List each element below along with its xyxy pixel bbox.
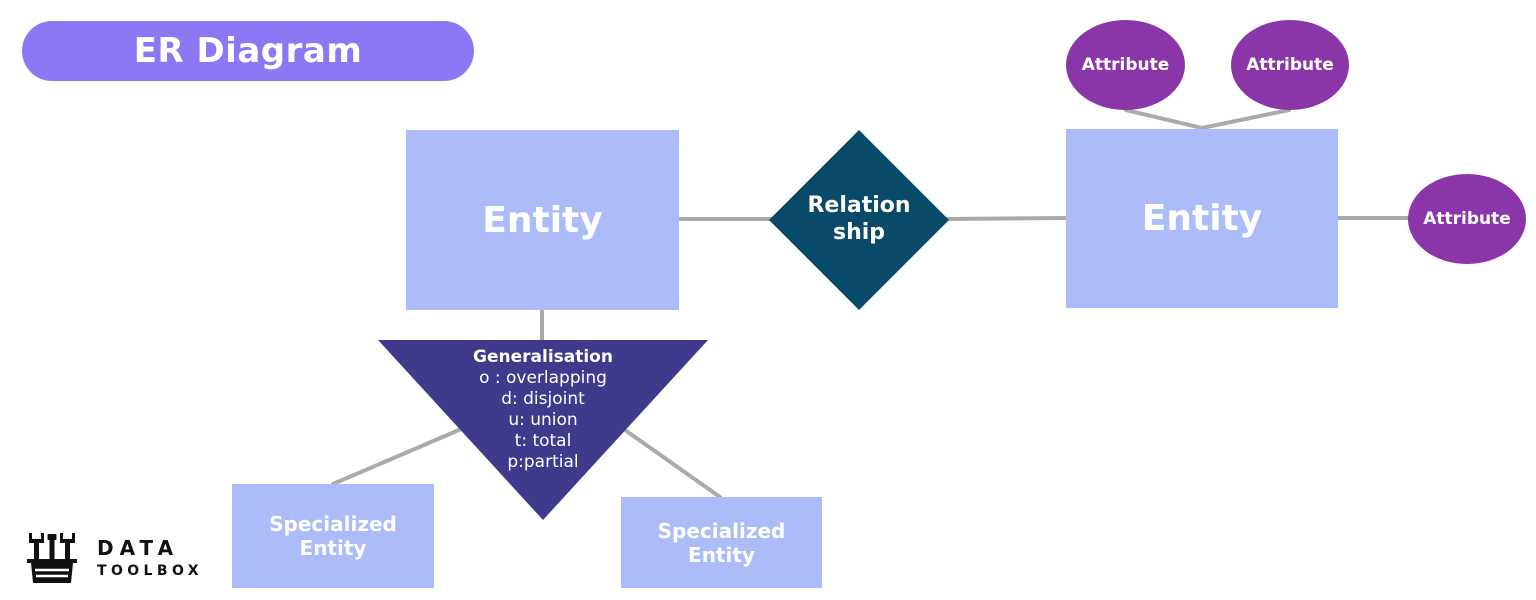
connector-attribute-top-right	[1200, 108, 1291, 130]
relationship-diamond	[769, 130, 949, 310]
generalisation-line-overlapping: o : overlapping	[479, 368, 607, 388]
connector-generalisation-spec-left	[331, 428, 461, 486]
generalisation-title: Generalisation	[473, 347, 613, 367]
entity-right: Entity	[1066, 129, 1338, 308]
generalisation-line-total: t: total	[514, 431, 572, 451]
attribute-right: Attribute	[1408, 174, 1526, 264]
relationship-label-line1: Relation	[807, 193, 911, 218]
generalisation-line-union: u: union	[508, 410, 578, 430]
generalisation-line-partial: p:partial	[507, 452, 579, 472]
specialized-entity-left: Specialized Entity	[232, 484, 434, 588]
relationship-label: Relation ship	[789, 192, 929, 246]
specialized-entity-right: Specialized Entity	[621, 497, 822, 588]
generalisation-legend: Generalisation o : overlapping d: disjoi…	[443, 347, 643, 473]
entity-left: Entity	[406, 130, 679, 310]
brand-logo-text: DATA TOOLBOX	[97, 536, 203, 582]
connector-generalisation-spec-right	[623, 428, 722, 499]
connector-attribute-left	[1124, 108, 1204, 130]
diagram-title-banner: ER Diagram	[22, 21, 474, 81]
toolbox-icon	[27, 533, 77, 583]
relationship-label-line2: ship	[832, 220, 886, 245]
attribute-top-left: Attribute	[1066, 20, 1185, 110]
logo-word-data: DATA	[97, 536, 180, 560]
attribute-top-right: Attribute	[1231, 20, 1349, 110]
generalisation-triangle	[378, 340, 708, 520]
connector-relationship-entity	[946, 216, 1068, 221]
diagram-title: ER Diagram	[133, 31, 363, 71]
logo-word-toolbox: TOOLBOX	[97, 563, 203, 579]
generalisation-line-disjoint: d: disjoint	[501, 389, 585, 409]
